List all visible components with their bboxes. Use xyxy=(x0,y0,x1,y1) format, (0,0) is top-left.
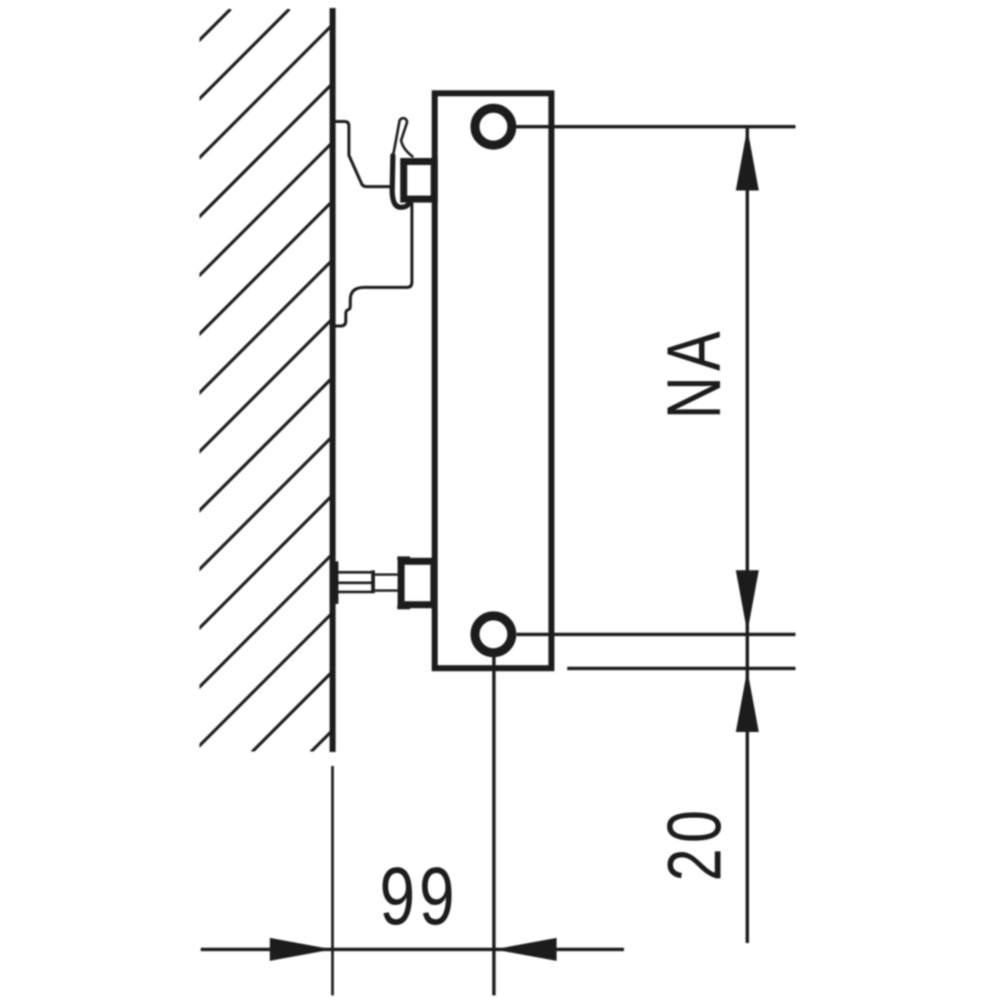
svg-text:20: 20 xyxy=(652,805,737,882)
svg-text:99: 99 xyxy=(380,849,459,942)
svg-text:NA: NA xyxy=(652,326,737,419)
